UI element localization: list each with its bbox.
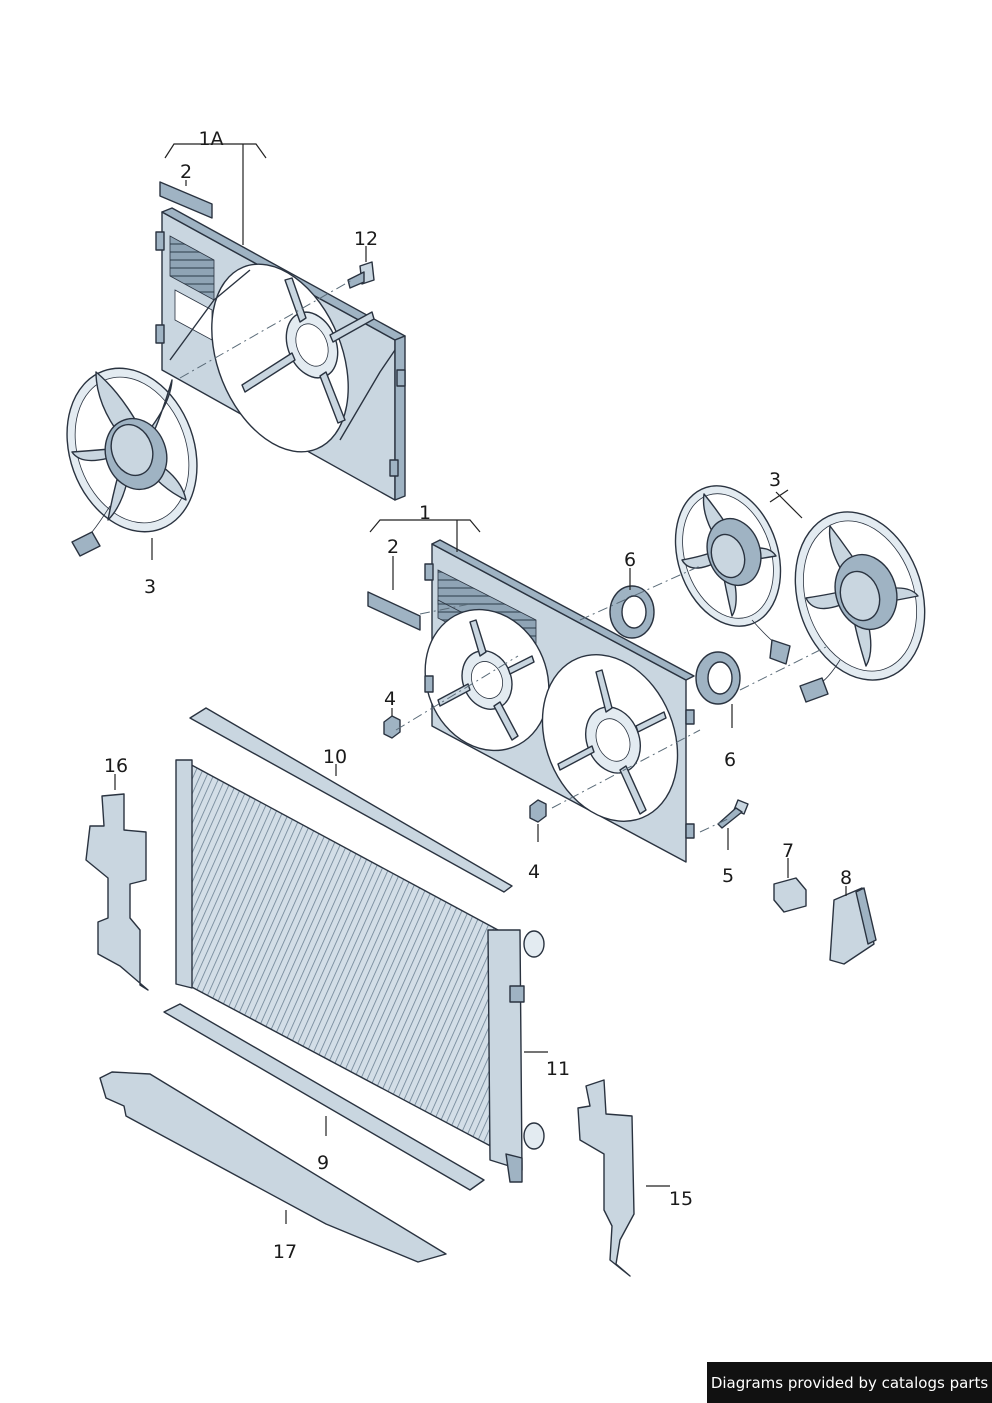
label-plate — [367, 591, 421, 631]
label-3: 3 — [769, 469, 781, 491]
centre-lines — [179, 279, 829, 833]
nut — [529, 799, 547, 823]
label-3: 3 — [144, 576, 156, 598]
label-17: 17 — [273, 1241, 297, 1263]
label-2: 2 — [180, 161, 192, 183]
fan-motor-left — [66, 367, 198, 557]
label-plate — [159, 181, 213, 219]
label-16: 16 — [104, 755, 128, 777]
label-15: 15 — [669, 1188, 693, 1210]
air-guide-left — [85, 793, 149, 991]
label-6: 6 — [624, 549, 636, 571]
seal-strip — [163, 1003, 485, 1191]
label-7: 7 — [782, 840, 794, 862]
part-labels: 1A 2 12 3 1 2 3 6 6 4 4 5 7 8 10 16 11 9… — [104, 128, 852, 1263]
label-6: 6 — [724, 749, 736, 771]
label-1: 1 — [419, 502, 431, 524]
seal-ring — [695, 651, 741, 705]
label-9: 9 — [317, 1152, 329, 1174]
label-1A: 1A — [198, 128, 223, 150]
fan-motor-right-2 — [794, 511, 926, 703]
air-guide-lower — [99, 1071, 447, 1263]
seal-strip — [189, 707, 513, 893]
holder — [829, 887, 877, 965]
label-4: 4 — [528, 861, 540, 883]
label-2: 2 — [387, 536, 399, 558]
bracket — [773, 877, 807, 913]
label-11: 11 — [546, 1058, 570, 1080]
fan-shroud-single — [155, 207, 406, 501]
air-guide-right — [577, 1079, 635, 1277]
label-10: 10 — [323, 746, 347, 768]
fan-shroud-double — [424, 539, 695, 863]
radiator — [175, 759, 545, 1183]
credit-banner: Diagrams provided by catalogs parts — [707, 1362, 992, 1403]
seal-ring — [609, 585, 655, 639]
fan-motor-right-1 — [674, 485, 791, 665]
label-5: 5 — [722, 865, 734, 887]
screw — [717, 799, 749, 829]
label-12: 12 — [354, 228, 378, 250]
label-8: 8 — [840, 867, 852, 889]
label-4: 4 — [384, 688, 396, 710]
nut — [383, 715, 401, 739]
leader-lines — [114, 143, 847, 1224]
bolt — [347, 261, 375, 289]
